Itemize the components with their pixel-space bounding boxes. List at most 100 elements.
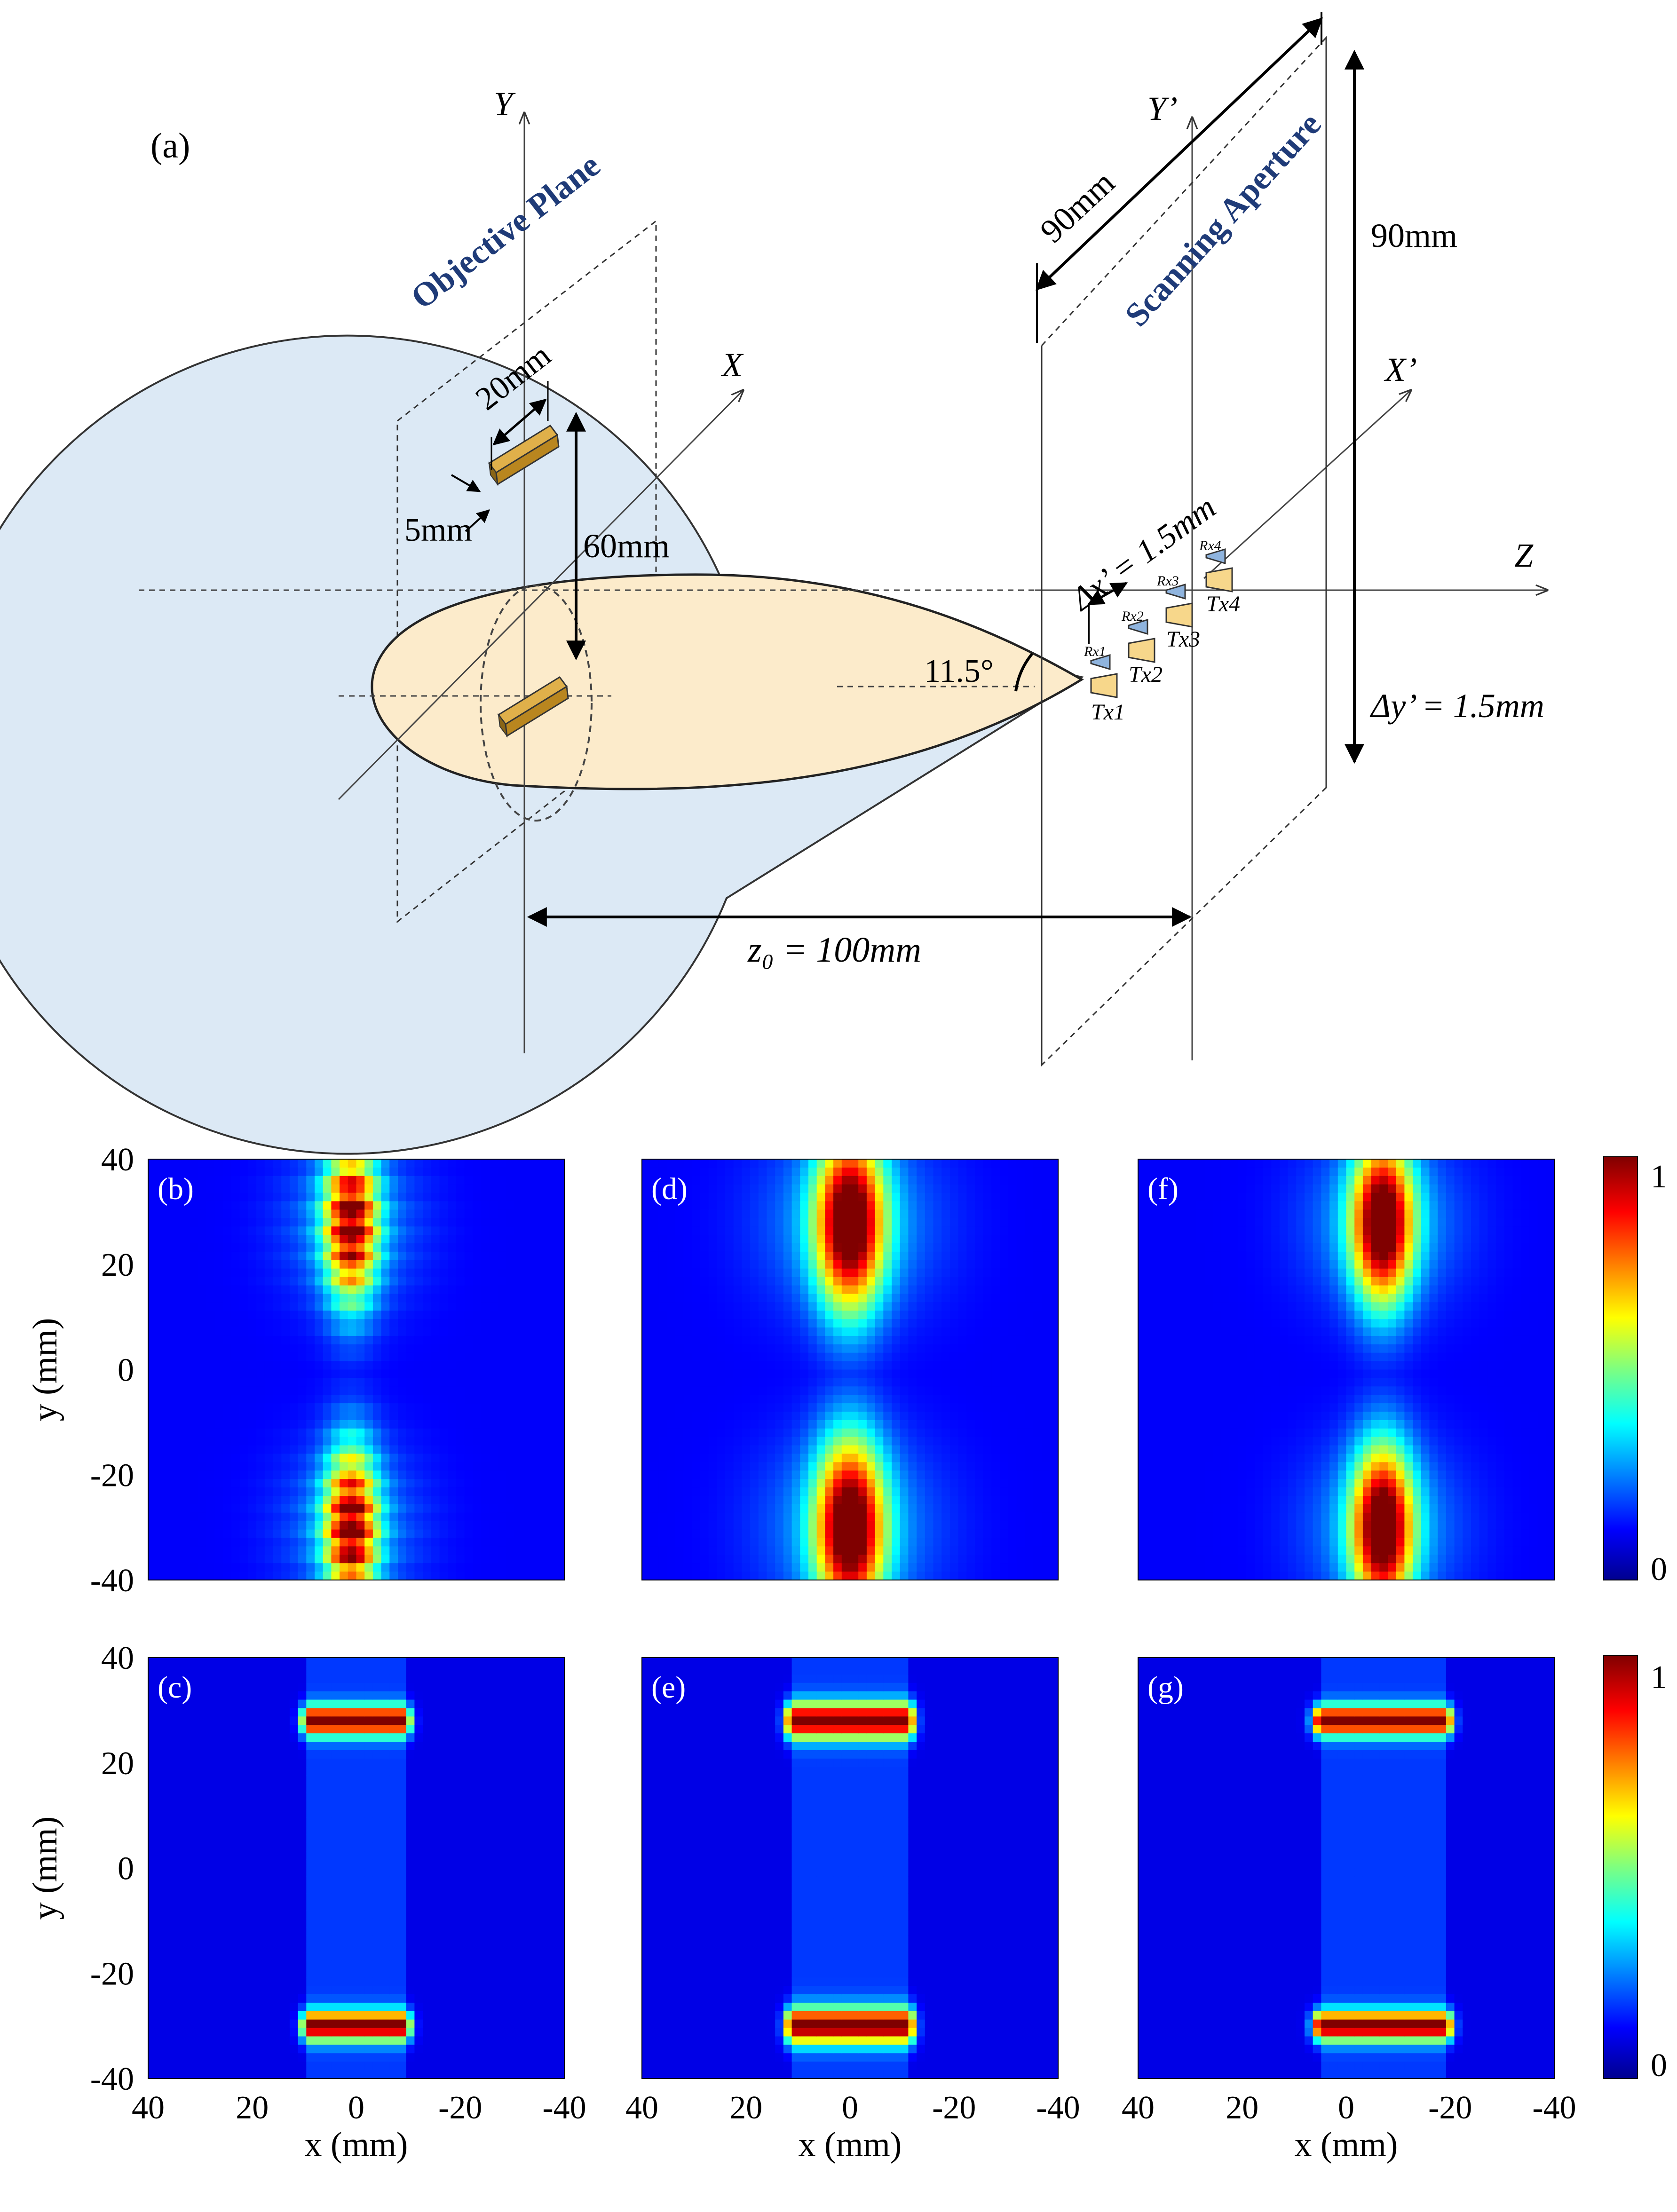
heatmap-cell bbox=[348, 1386, 357, 1395]
heatmap-cell bbox=[825, 1538, 834, 1547]
heatmap-cell bbox=[198, 1454, 207, 1462]
heatmap-cell bbox=[340, 1563, 348, 1572]
heatmap-cell bbox=[692, 1369, 701, 1378]
heatmap-cell bbox=[148, 1395, 157, 1404]
heatmap-cell bbox=[833, 1386, 842, 1395]
heatmap-cell bbox=[156, 1369, 165, 1378]
heatmap-cell bbox=[816, 1277, 825, 1286]
heatmap-cell bbox=[331, 1546, 340, 1555]
heatmap-cell bbox=[239, 1251, 248, 1261]
heatmap-cell bbox=[448, 1218, 457, 1227]
heatmap-cell bbox=[850, 1294, 859, 1303]
heatmap-cell bbox=[481, 1454, 490, 1462]
heatmap-cell bbox=[825, 1496, 834, 1505]
heatmap-cell bbox=[372, 1294, 382, 1303]
heatmap-cell bbox=[364, 1521, 373, 1530]
heatmap-cell bbox=[941, 1521, 950, 1530]
heatmap-cell bbox=[389, 1311, 398, 1319]
heatmap-cell bbox=[917, 1344, 926, 1353]
heatmap-cell bbox=[775, 1496, 784, 1505]
heatmap-cell bbox=[700, 1512, 709, 1522]
heatmap-cell bbox=[1016, 1479, 1025, 1488]
heatmap-cell bbox=[248, 1167, 257, 1177]
heatmap-cell bbox=[231, 1437, 240, 1446]
heatmap-cell bbox=[198, 1201, 207, 1210]
heatmap-cell bbox=[1025, 1470, 1034, 1479]
heatmap-cell bbox=[658, 1209, 667, 1218]
heatmap-cell bbox=[941, 1226, 950, 1235]
heatmap-cell bbox=[775, 1226, 784, 1235]
heatmap-cell bbox=[315, 1327, 324, 1336]
heatmap-cell bbox=[941, 1302, 950, 1311]
heatmap-cell bbox=[331, 1311, 340, 1319]
heatmap-cell bbox=[642, 1260, 651, 1269]
heatmap-cell bbox=[239, 1235, 248, 1244]
heatmap-cell bbox=[1000, 1201, 1009, 1210]
heatmap-cell bbox=[975, 1193, 984, 1202]
heatmap-cell bbox=[372, 1420, 382, 1429]
heatmap-cell bbox=[900, 1529, 909, 1539]
heatmap-cell bbox=[456, 1563, 465, 1572]
heatmap-cell bbox=[498, 1344, 506, 1353]
heatmap-cell bbox=[800, 1395, 809, 1404]
heatmap-cell bbox=[850, 1521, 859, 1530]
heatmap-cell bbox=[389, 1428, 398, 1438]
heatmap-cell bbox=[667, 1260, 676, 1269]
heatmap-cell bbox=[900, 1437, 909, 1446]
heatmap-cell bbox=[675, 1470, 684, 1479]
heatmap-cell bbox=[464, 1209, 473, 1218]
heatmap-cell bbox=[331, 1521, 340, 1530]
heatmap-cell bbox=[364, 1302, 373, 1311]
heatmap-cell bbox=[816, 1260, 825, 1269]
tx4-label: Tx4 bbox=[1206, 592, 1240, 616]
heatmap-cell bbox=[289, 1235, 299, 1244]
heatmap-cell bbox=[875, 1251, 884, 1261]
heatmap-cell bbox=[556, 1251, 565, 1261]
heatmap-cell bbox=[190, 1538, 198, 1547]
heatmap-cell bbox=[1025, 1479, 1034, 1488]
heatmap-cell bbox=[725, 1302, 734, 1311]
heatmap-cell bbox=[783, 1555, 792, 1564]
heatmap-cell bbox=[372, 1268, 382, 1278]
heatmap-cell bbox=[650, 1159, 659, 1168]
heatmap-cell bbox=[650, 1572, 659, 1580]
heatmap-cell bbox=[273, 1302, 282, 1311]
heatmap-cell bbox=[966, 1277, 975, 1286]
heatmap-cell bbox=[514, 1412, 523, 1421]
heatmap-cell bbox=[675, 1294, 684, 1303]
heatmap-cell bbox=[506, 1479, 515, 1488]
heatmap-cell bbox=[372, 1529, 382, 1539]
heatmap-cell bbox=[356, 1243, 365, 1252]
heatmap-cell bbox=[1033, 1235, 1042, 1244]
heatmap-cell bbox=[650, 1487, 659, 1496]
heatmap-cell bbox=[775, 1319, 784, 1328]
heatmap-cell bbox=[298, 1159, 307, 1168]
heatmap-cell bbox=[800, 1403, 809, 1412]
heatmap-cell bbox=[925, 1386, 934, 1395]
heatmap-cell bbox=[423, 1243, 432, 1252]
heatmap-cell bbox=[858, 1176, 867, 1185]
heatmap-cell bbox=[506, 1563, 515, 1572]
heatmap-cell bbox=[808, 1538, 817, 1547]
heatmap-cell bbox=[692, 1226, 701, 1235]
heatmap-cell bbox=[783, 1352, 792, 1362]
heatmap-cell bbox=[364, 1251, 373, 1261]
heatmap-cell bbox=[389, 1395, 398, 1404]
heatmap-cell bbox=[708, 1378, 717, 1387]
heatmap-cell bbox=[949, 1319, 959, 1328]
heatmap-cell bbox=[800, 1352, 809, 1362]
heatmap-cell bbox=[1000, 1268, 1009, 1278]
heatmap-cell bbox=[289, 1487, 299, 1496]
heatmap-cell bbox=[833, 1538, 842, 1547]
heatmap-cell bbox=[775, 1487, 784, 1496]
heatmap-cell bbox=[156, 1159, 165, 1168]
heatmap-cell bbox=[833, 1277, 842, 1286]
heatmap-cell bbox=[758, 1361, 767, 1370]
heatmap-cell bbox=[264, 1369, 274, 1378]
heatmap-cell bbox=[239, 1563, 248, 1572]
heatmap-cell bbox=[439, 1487, 448, 1496]
heatmap-cell bbox=[214, 1285, 223, 1294]
heatmap-cell bbox=[539, 1209, 548, 1218]
heatmap-cell bbox=[692, 1235, 701, 1244]
heatmap-cell bbox=[783, 1521, 792, 1530]
